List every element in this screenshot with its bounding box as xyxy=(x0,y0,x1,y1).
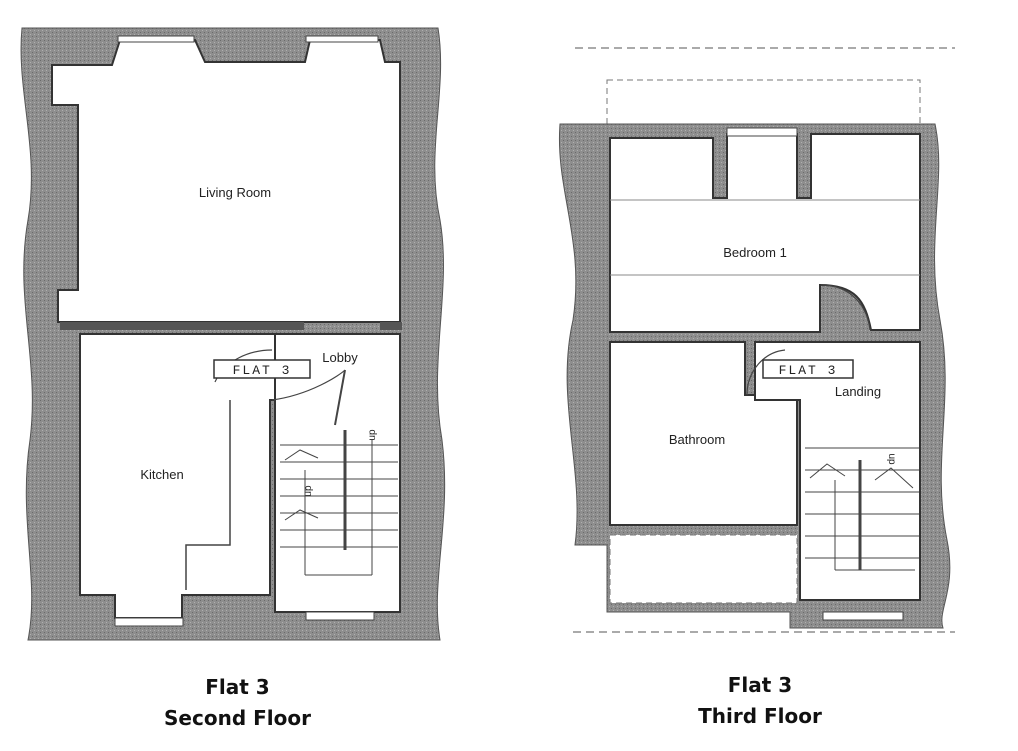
third-floor-plan: FLAT 3 Bedroom 1 Bathroom Landing up xyxy=(558,47,955,633)
flat-tag: FLAT 3 xyxy=(233,363,292,378)
lobby-door-swing xyxy=(271,369,346,401)
dashed-roof-outline xyxy=(606,79,921,125)
flat-tag: FLAT 3 xyxy=(779,363,838,378)
caption-subtitle: Third Floor xyxy=(698,704,822,728)
caption-title: Flat 3 xyxy=(727,673,793,697)
window-bottom xyxy=(822,611,904,621)
staircase xyxy=(280,430,398,576)
dividing-wall xyxy=(60,322,304,330)
living-room-area xyxy=(51,39,401,323)
lobby-door-leaf xyxy=(334,369,346,426)
lower-bay xyxy=(609,534,798,604)
window-bottom-2 xyxy=(305,611,375,621)
kitchen-label: Kitchen xyxy=(140,467,183,482)
stair-up-label-1: up xyxy=(367,429,378,441)
landing-label: Landing xyxy=(835,384,881,399)
window-top-2 xyxy=(305,35,379,43)
second-floor-plan: FLAT 3 Living Room Kitchen Lobby up up xyxy=(20,27,446,641)
caption-title: Flat 3 xyxy=(205,675,270,699)
stair-up-label: up xyxy=(886,453,897,465)
second-floor-caption: Flat 3 Second Floor xyxy=(100,672,375,734)
living-room-label: Living Room xyxy=(199,185,271,200)
kitchen-counter xyxy=(185,400,231,590)
bedroom-area xyxy=(609,133,921,333)
window-bottom-1 xyxy=(114,617,184,627)
dividing-wall-right xyxy=(380,322,402,330)
bathroom-label: Bathroom xyxy=(669,432,725,447)
flat-tag-box xyxy=(213,359,311,379)
staircase xyxy=(805,447,919,571)
lobby-label: Lobby xyxy=(322,350,358,365)
bedroom-door-swing xyxy=(820,284,871,331)
caption-subtitle: Second Floor xyxy=(164,706,311,730)
stair-up-label-2: up xyxy=(303,485,314,497)
lobby-stair-area xyxy=(274,333,401,613)
flat-tag-box xyxy=(762,359,854,379)
window-top xyxy=(726,127,798,137)
window-top-1 xyxy=(117,35,195,43)
third-floor-caption: Flat 3 Third Floor xyxy=(620,670,900,732)
bathroom-door-swing xyxy=(746,349,786,396)
bedroom-label: Bedroom 1 xyxy=(723,245,787,260)
